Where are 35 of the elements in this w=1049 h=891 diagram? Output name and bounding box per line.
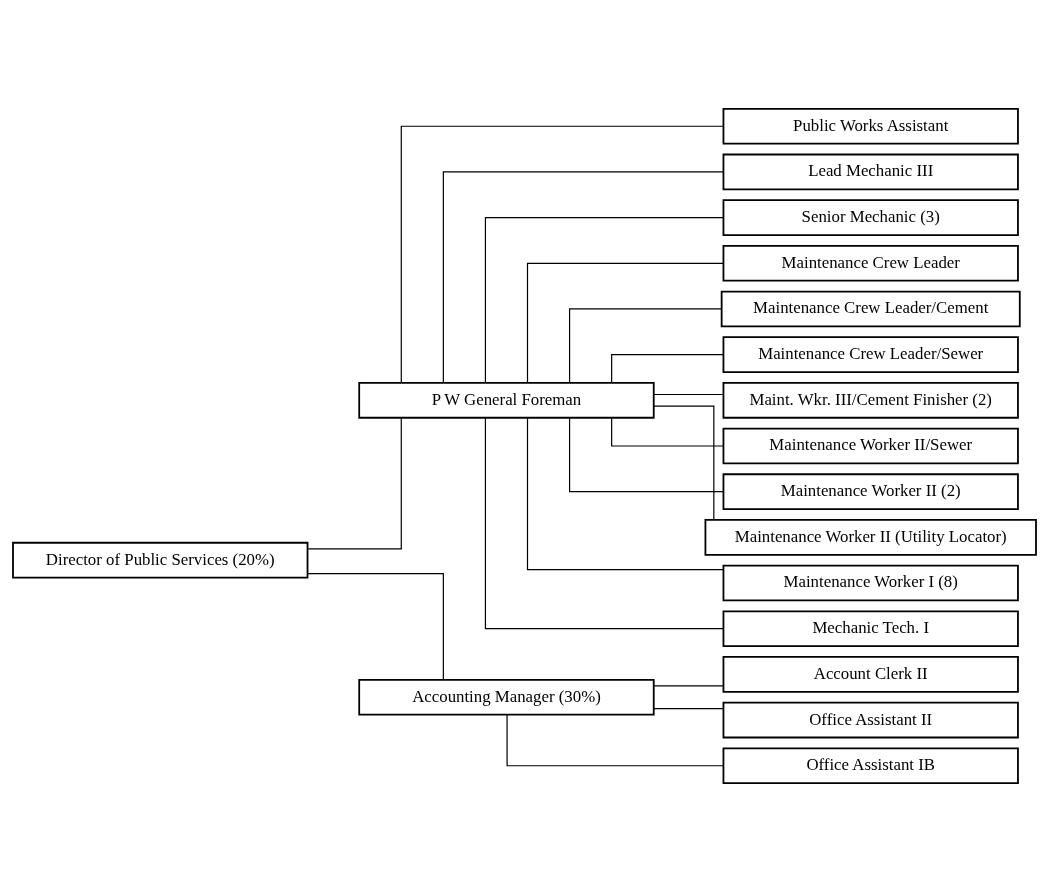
connector: [506, 713, 724, 766]
connector: [611, 353, 724, 383]
connector: [569, 416, 724, 492]
node-box: Director of Public Services (20%): [12, 541, 309, 579]
node-box: Maintenance Crew Leader/Sewer: [722, 335, 1019, 373]
connector: [653, 393, 724, 395]
node-box: Office Assistant II: [722, 701, 1019, 738]
node-box: P W General Foreman: [358, 381, 655, 419]
connector: [400, 125, 724, 383]
node-box: Public Works Assistant: [722, 107, 1019, 145]
node-box: Account Clerk II: [722, 655, 1019, 693]
node-box: Maintenance Worker I (8): [722, 564, 1019, 601]
connector: [653, 405, 715, 520]
node-box: Maintenance Worker II (Utility Locator): [704, 518, 1037, 556]
connector: [611, 416, 724, 447]
node-box: Maintenance Worker II/Sewer: [722, 427, 1019, 464]
node-box: Office Assistant IB: [722, 746, 1019, 784]
connector: [526, 262, 724, 383]
node-box: Maintenance Crew Leader/Cement: [720, 290, 1021, 327]
connector: [526, 416, 724, 570]
connector: [653, 707, 724, 709]
connector: [442, 170, 724, 383]
connector: [569, 307, 723, 383]
node-box: Senior Mechanic (3): [722, 198, 1019, 236]
connector: [484, 216, 724, 383]
connector: [307, 416, 402, 549]
node-box: Lead Mechanic III: [722, 153, 1019, 190]
connector: [484, 416, 724, 629]
node-box: Mechanic Tech. I: [722, 609, 1019, 647]
connector: [307, 572, 444, 680]
node-box: Maintenance Worker II (2): [722, 472, 1019, 510]
connector: [653, 684, 724, 686]
node-box: Maintenance Crew Leader: [722, 244, 1019, 282]
node-box: Maint. Wkr. III/Cement Finisher (2): [722, 381, 1019, 419]
node-box: Accounting Manager (30%): [358, 678, 655, 716]
